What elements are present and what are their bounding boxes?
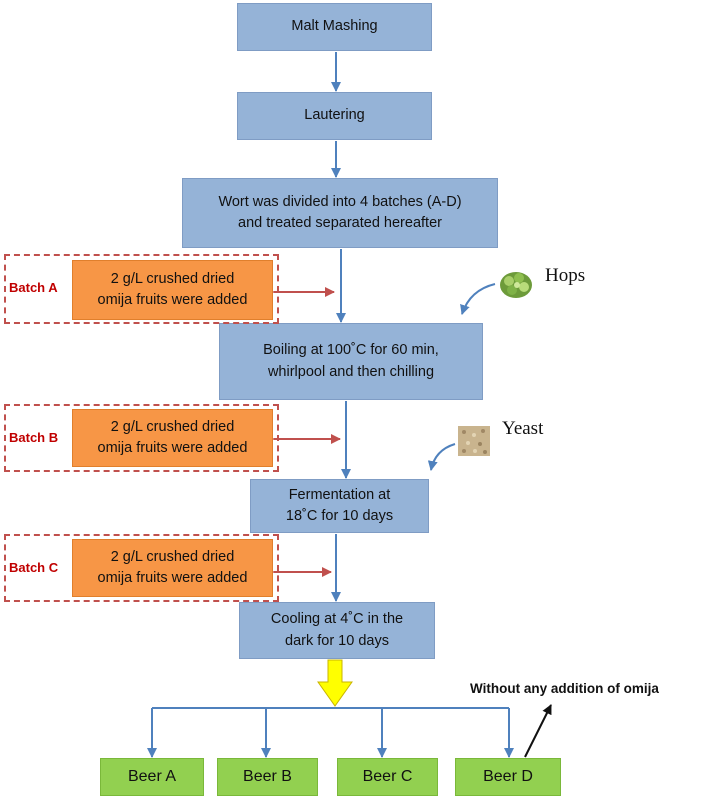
arrow-yeast <box>427 443 456 471</box>
hops-icon <box>500 272 532 298</box>
batch-a-label: Batch A <box>9 280 58 295</box>
batch-a-frame <box>4 254 279 324</box>
batch-c-label: Batch C <box>9 560 59 575</box>
no-omija-note: Without any addition of omija <box>470 681 659 696</box>
yeast-icon <box>458 426 490 456</box>
beer-a-box: Beer A <box>100 758 204 796</box>
split-arrow <box>317 659 353 707</box>
batch-b-omija-box: 2 g/L crushed dried omija fruits were ad… <box>72 409 273 467</box>
hops-label: Hops <box>545 265 586 286</box>
step-lautering: Lautering <box>237 92 432 140</box>
beer-d-box: Beer D <box>455 758 561 796</box>
beer-c-box: Beer C <box>337 758 438 796</box>
arrow-note <box>524 704 552 758</box>
batch-b-frame <box>4 404 279 472</box>
arrow-hops <box>460 283 496 315</box>
step-boiling: Boiling at 100˚C for 60 min, whirlpool a… <box>219 323 483 400</box>
batch-c-frame <box>4 534 279 602</box>
step-divide-batches: Wort was divided into 4 batches (A-D) an… <box>182 178 498 248</box>
beer-b-box: Beer B <box>217 758 318 796</box>
batch-a-omija-box: 2 g/L crushed dried omija fruits were ad… <box>72 260 273 320</box>
batch-c-omija-box: 2 g/L crushed dried omija fruits were ad… <box>72 539 273 597</box>
batch-b-label: Batch B <box>9 430 59 445</box>
step-fermentation: Fermentation at 18˚C for 10 days <box>250 479 429 533</box>
step-cooling: Cooling at 4˚C in the dark for 10 days <box>239 602 435 659</box>
step-malt-mashing: Malt Mashing <box>237 3 432 51</box>
yeast-label: Yeast <box>502 418 544 439</box>
